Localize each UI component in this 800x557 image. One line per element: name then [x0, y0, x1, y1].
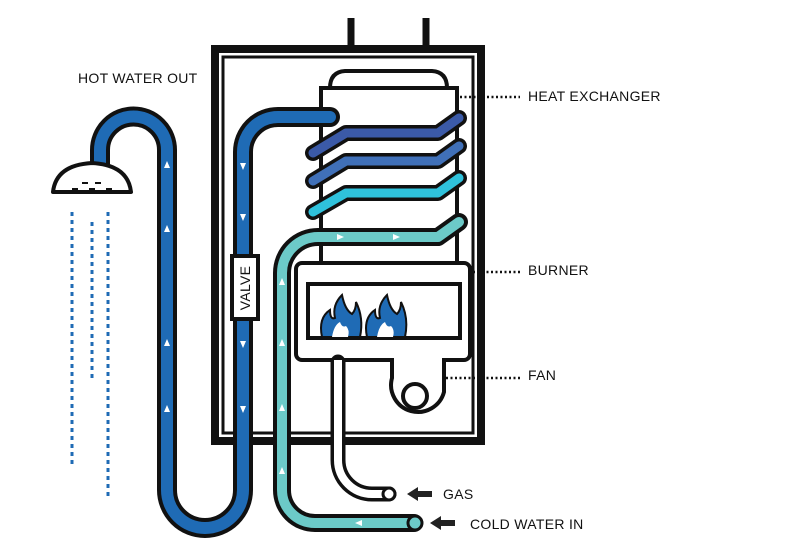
arrow-right-icon [393, 234, 400, 240]
arrow-up-icon [164, 405, 170, 412]
shower-head-icon [51, 161, 133, 194]
heat-exchanger-label: HEAT EXCHANGER [528, 88, 661, 104]
arrow-down-icon [240, 406, 246, 413]
cold-water-in-label: COLD WATER IN [470, 516, 584, 532]
hot-water-pipe [90, 106, 340, 538]
cold-water-pipe [273, 213, 468, 532]
arrow-up-icon [279, 339, 285, 346]
arrow-down-icon [240, 341, 246, 348]
arrow-up-icon [164, 161, 170, 168]
valve: VALVE [230, 254, 260, 321]
fan-label: FAN [528, 367, 556, 383]
valve-label: VALVE [237, 266, 253, 311]
burner-label: BURNER [528, 262, 589, 278]
flame-icon [320, 292, 363, 338]
arrow-down-icon [240, 163, 246, 170]
fan-icon [389, 356, 446, 414]
flow-arrows [164, 161, 400, 526]
arrow-up-icon [164, 339, 170, 346]
arrow-left-icon [355, 520, 362, 526]
gas-pipe [330, 354, 397, 502]
arrow-up-icon [164, 225, 170, 232]
water-spray [70, 212, 110, 498]
heat-exchanger-coils [305, 110, 467, 220]
flame-icon [365, 292, 408, 338]
unit-casing-inner [221, 55, 475, 435]
gas-arrow-icon [407, 487, 432, 501]
hot-water-out-label: HOT WATER OUT [78, 70, 198, 86]
gas-label: GAS [443, 486, 473, 502]
arrow-down-icon [240, 214, 246, 221]
cold-water-arrow-icon [430, 516, 455, 530]
arrow-up-icon [279, 278, 285, 285]
arrow-right-icon [337, 234, 344, 240]
arrow-up-icon [279, 404, 285, 411]
arrow-up-icon [279, 467, 285, 474]
heat-exchanger-dome [327, 69, 450, 90]
